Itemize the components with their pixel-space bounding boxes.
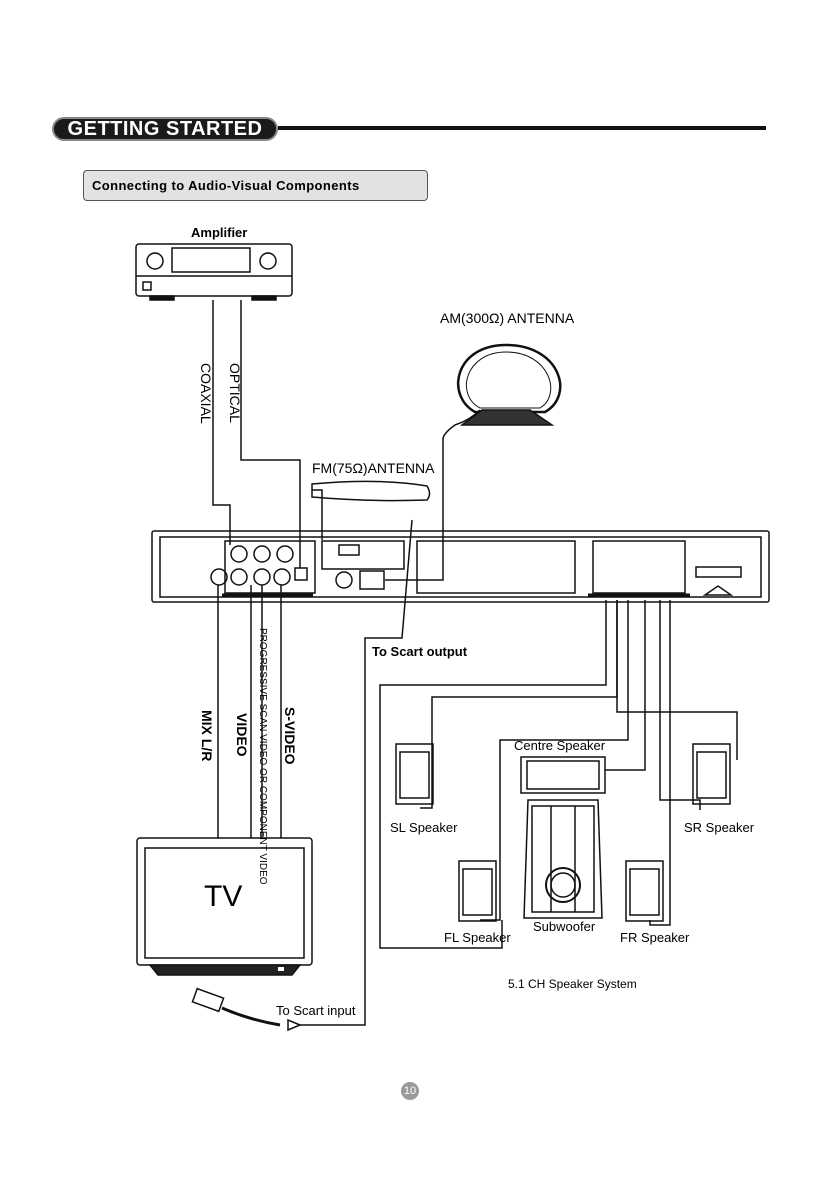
sl-speaker-label: SL Speaker bbox=[390, 820, 458, 835]
optical-label: OPTICAL bbox=[227, 363, 243, 423]
fl-speaker-label: FL Speaker bbox=[444, 930, 511, 945]
speaker-system-label: 5.1 CH Speaker System bbox=[508, 977, 637, 991]
receiver-back-panel bbox=[151, 530, 770, 603]
sr-speaker-shape bbox=[692, 743, 731, 805]
amplifier-label: Amplifier bbox=[191, 225, 248, 240]
tv-cables bbox=[217, 585, 282, 838]
header-rule bbox=[278, 126, 766, 130]
sr-speaker-label: SR Speaker bbox=[684, 820, 755, 835]
amplifier-unit bbox=[135, 243, 293, 301]
speaker-cables bbox=[379, 600, 738, 949]
svideo-label: S-VIDEO bbox=[282, 707, 298, 765]
centre-speaker-label: Centre Speaker bbox=[514, 738, 606, 753]
page-number: 10 bbox=[401, 1082, 419, 1100]
subwoofer-shape bbox=[523, 799, 603, 919]
scart-output-label: To Scart output bbox=[372, 644, 468, 659]
fl-speaker-shape bbox=[458, 860, 497, 922]
mix-lr-label: MIX L/R bbox=[199, 710, 215, 762]
scart-plug bbox=[191, 987, 302, 1032]
centre-speaker-shape bbox=[520, 756, 606, 794]
fr-speaker-label: FR Speaker bbox=[620, 930, 690, 945]
header-title: GETTING STARTED bbox=[67, 117, 263, 140]
coaxial-label: COAXIAL bbox=[198, 363, 214, 424]
video-label: VIDEO bbox=[234, 713, 250, 757]
subsection-title: Connecting to Audio-Visual Components bbox=[92, 178, 360, 193]
sl-speaker-shape bbox=[395, 743, 434, 805]
subsection-title-box: Connecting to Audio-Visual Components bbox=[83, 170, 428, 201]
fr-speaker-shape bbox=[625, 860, 664, 922]
fm-antenna-label: FM(75Ω)ANTENNA bbox=[312, 460, 435, 476]
scart-input-label: To Scart input bbox=[276, 1003, 356, 1018]
fm-antenna bbox=[311, 480, 431, 540]
progressive-label: PROGRESSIVE SCAN VIDEO OR COMPONENT VIDE… bbox=[257, 628, 268, 885]
tv-unit bbox=[136, 837, 313, 976]
audio-cables bbox=[212, 300, 301, 568]
am-antenna-label: AM(300Ω) ANTENNA bbox=[440, 310, 575, 326]
subwoofer-label: Subwoofer bbox=[533, 919, 596, 934]
tv-label: TV bbox=[204, 880, 243, 913]
am-antenna bbox=[442, 343, 562, 439]
section-header: GETTING STARTED bbox=[52, 117, 278, 141]
